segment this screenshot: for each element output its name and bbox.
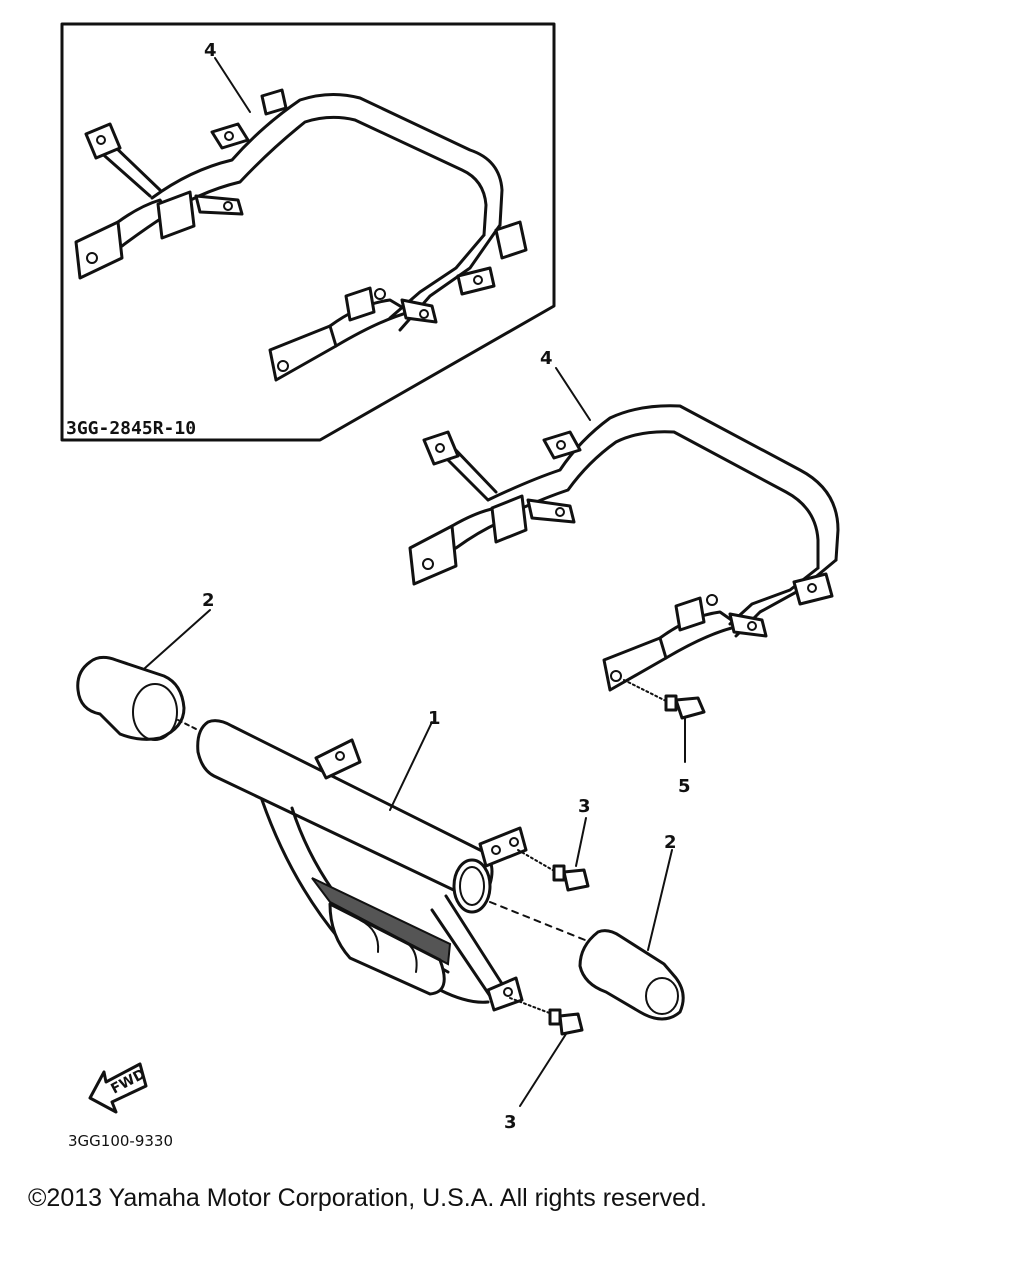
end-cap-right (489, 901, 685, 1021)
end-cap-left (76, 655, 199, 741)
inset-callout-leader-4 (214, 57, 251, 113)
bumper-part-1 (196, 719, 528, 1012)
callout-3-upper: 3 (578, 796, 591, 817)
bolt-part-3-upper (517, 817, 590, 892)
inset-callout-4: 4 (204, 40, 217, 61)
callout-2-right: 2 (664, 832, 677, 853)
callout-leader-4 (555, 367, 591, 421)
callout-2-left: 2 (202, 590, 215, 611)
callout-leader-1 (389, 721, 433, 811)
grab-bar-drawing (408, 404, 840, 692)
callout-leader-2-left (144, 609, 211, 669)
inset-panel (60, 22, 556, 442)
inset-part-code: 3GG-2845R-10 (66, 418, 196, 439)
callout-3-lower: 3 (504, 1112, 517, 1133)
callout-5: 5 (678, 776, 691, 797)
bolt-part-5 (623, 679, 706, 763)
inset-grab-bar-drawing (74, 88, 528, 382)
bolt-part-3-lower (509, 997, 584, 1107)
callout-leader-2-right (647, 849, 673, 951)
copyright-notice: ©2013 Yamaha Motor Corporation, U.S.A. A… (28, 1184, 707, 1212)
callout-1: 1 (428, 708, 441, 729)
callout-4: 4 (540, 348, 553, 369)
drawing-code: 3GG100-9330 (68, 1132, 173, 1150)
fwd-arrow-icon: FWD (88, 1062, 148, 1114)
